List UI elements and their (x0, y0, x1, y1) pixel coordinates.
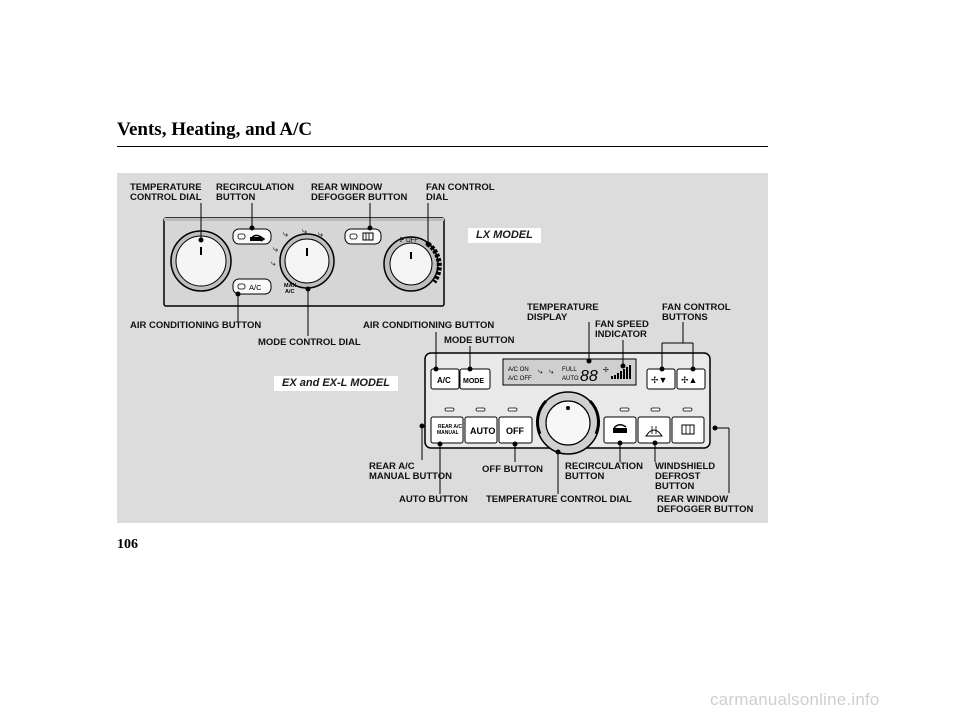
ex-mode-button[interactable]: MODE (459, 368, 491, 390)
fan-speed-indicator-label: FAN SPEED INDICATOR (595, 319, 649, 340)
svg-text:✢: ✢ (603, 366, 609, 374)
page-number: 106 (117, 537, 138, 552)
svg-text:✢: ✢ (398, 236, 404, 244)
ex-temperature-dial-label: TEMPERATURE CONTROL DIAL (486, 494, 632, 505)
windshield-defrost-button[interactable] (637, 416, 671, 444)
fan-up-icon: ✢▲ (681, 375, 697, 385)
auto-button[interactable]: AUTO (464, 416, 498, 444)
recirculation-icon (613, 424, 627, 433)
fan-speed-bars (611, 365, 631, 379)
off-button-label: OFF BUTTON (482, 464, 544, 475)
off-button-text: OFF (506, 426, 524, 436)
lx-recirculation-label: RECIRCULATION BUTTON (216, 182, 294, 203)
ex-temperature-control-dial[interactable] (535, 391, 601, 455)
ex-ac-button-label: AIR CONDITIONING BUTTON (363, 320, 495, 331)
ex-mode-button-label: MODE BUTTON (444, 335, 515, 346)
lx-ac-button-label: AIR CONDITIONING BUTTON (130, 320, 262, 331)
lx-temperature-control-dial[interactable] (170, 230, 232, 292)
svg-text:⤷: ⤷ (549, 367, 554, 376)
rear-ac-manual-label: REAR A/C MANUAL BUTTON (369, 461, 453, 482)
lx-fan-dial-label: FAN CONTROL DIAL (426, 182, 495, 203)
ex-ac-label: A/C (437, 376, 451, 385)
lx-recirculation-button[interactable] (232, 228, 272, 245)
ac-off-text: A/C OFF (508, 376, 532, 382)
windshield-defrost-icon (645, 426, 663, 437)
lx-fan-control-dial[interactable]: ✢ OFF (383, 236, 442, 292)
ex-recirculation-button[interactable] (603, 416, 637, 444)
ex-rear-defogger-label: REAR WINDOW DEFOGGER BUTTON (657, 494, 754, 515)
ac-on-text: A/C ON (508, 367, 529, 373)
off-button[interactable]: OFF (498, 416, 533, 444)
lx-fan-off-text: OFF (406, 238, 418, 244)
leader-lines (198, 203, 730, 494)
watermark: carmanualsonline.info (710, 690, 880, 709)
full-text: FULL (562, 367, 577, 373)
fan-down-icon: ✢▼ (651, 375, 667, 385)
ex-panel: A/C MODE A/C ON A/C OFF ⤷ ⤷ FULL AUTO 88… (424, 352, 711, 455)
svg-text:⤷: ⤷ (271, 259, 276, 268)
lx-temperature-dial-label: TEMPERATURE CONTROL DIAL (130, 182, 202, 203)
auto-small-text: AUTO (562, 376, 579, 382)
fan-control-buttons-label: FAN CONTROL BUTTONS (662, 302, 731, 323)
lx-ac-text: A/C (249, 283, 262, 292)
recirculation-icon (250, 234, 266, 242)
windshield-defrost-label: WINDSHIELD DEFROST BUTTON (655, 461, 716, 492)
svg-text:⤷: ⤷ (273, 244, 279, 254)
temperature-display-label: TEMPERATURE DISPLAY (527, 302, 599, 323)
ex-recirculation-label: RECIRCULATION BUTTON (565, 461, 643, 482)
ex-display: A/C ON A/C OFF ⤷ ⤷ FULL AUTO 88 ✢ (502, 358, 637, 386)
fan-down-button[interactable]: ✢▼ (646, 368, 676, 390)
title-rule (117, 146, 768, 147)
lx-mode-dial-label: MODE CONTROL DIAL (258, 337, 361, 348)
svg-text:⤷: ⤷ (302, 226, 308, 236)
ex-model-tag: EX and EX-L MODEL (274, 376, 398, 391)
auto-button-label: AUTO BUTTON (399, 494, 468, 505)
svg-text:⤷: ⤷ (318, 229, 324, 239)
rear-defogger-icon (681, 424, 695, 435)
svg-text:⤷: ⤷ (538, 367, 543, 376)
lx-rear-defogger-label: REAR WINDOW DEFOGGER BUTTON (311, 182, 408, 203)
rear-defogger-icon (362, 232, 374, 241)
lx-air-conditioning-button[interactable]: A/C (232, 278, 272, 295)
ex-mode-label: MODE (463, 378, 484, 385)
fan-up-button[interactable]: ✢▲ (676, 368, 706, 390)
temperature-digits: 88 (580, 368, 598, 385)
auto-button-text: AUTO (470, 426, 495, 436)
lx-rear-defogger-button[interactable] (344, 228, 382, 245)
ex-air-conditioning-button[interactable]: A/C (430, 368, 460, 390)
page-title: Vents, Heating, and A/C (117, 119, 313, 140)
lx-model-tag: LX MODEL (468, 228, 541, 243)
svg-text:⤷: ⤷ (283, 229, 289, 239)
ex-rear-defogger-button[interactable] (671, 416, 705, 444)
